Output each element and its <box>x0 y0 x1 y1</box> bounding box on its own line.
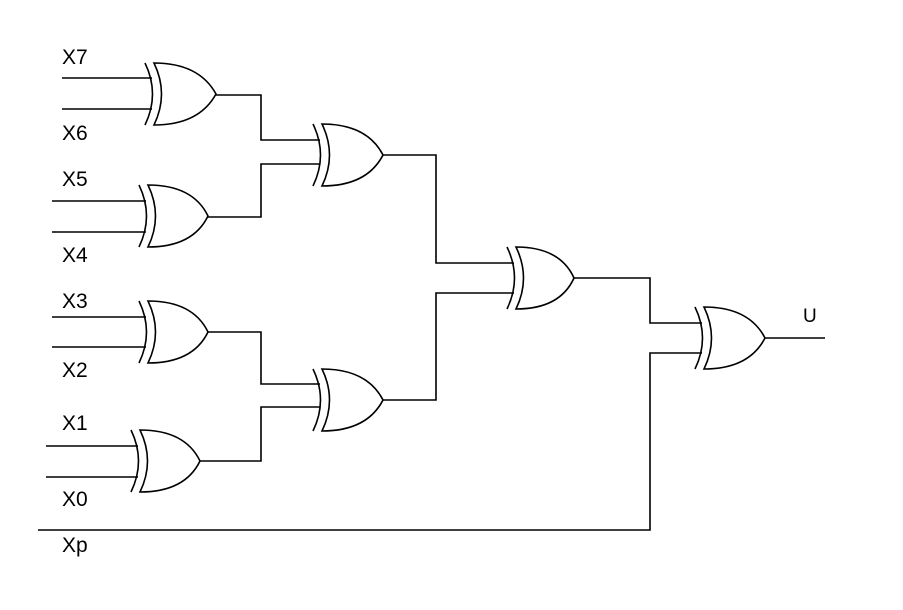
xor-gate-g5 <box>312 123 384 187</box>
wire-g2-g5 <box>208 163 320 218</box>
xor-gate-g4 <box>130 429 201 493</box>
input-label-x7: X7 <box>62 46 88 69</box>
wire-g1-g5 <box>216 94 320 141</box>
xor-gate-g1 <box>144 62 217 126</box>
input-label-x5: X5 <box>62 168 88 191</box>
wire-g4-g6 <box>200 406 320 462</box>
output-label-u: U <box>803 306 817 327</box>
wire-xp <box>38 352 702 531</box>
input-label-x2: X2 <box>62 359 88 382</box>
input-label-x4: X4 <box>62 244 88 267</box>
xor-gate-g8 <box>694 306 766 370</box>
xor-gate-g3 <box>138 300 209 364</box>
xor-gate-g6 <box>312 368 384 432</box>
input-label-x3: X3 <box>62 290 88 313</box>
xor-gate-g2 <box>138 184 209 248</box>
input-label-xp: Xp <box>62 534 88 557</box>
wire-g6-g7 <box>383 292 514 401</box>
wire-g5-g7 <box>383 154 514 264</box>
xor-gate-g7 <box>506 246 575 310</box>
wire-g7-g8 <box>574 277 702 324</box>
input-label-x1: X1 <box>62 412 88 435</box>
input-label-x6: X6 <box>62 122 88 145</box>
input-label-x0: X0 <box>62 488 88 511</box>
wire-g3-g6 <box>208 331 320 385</box>
